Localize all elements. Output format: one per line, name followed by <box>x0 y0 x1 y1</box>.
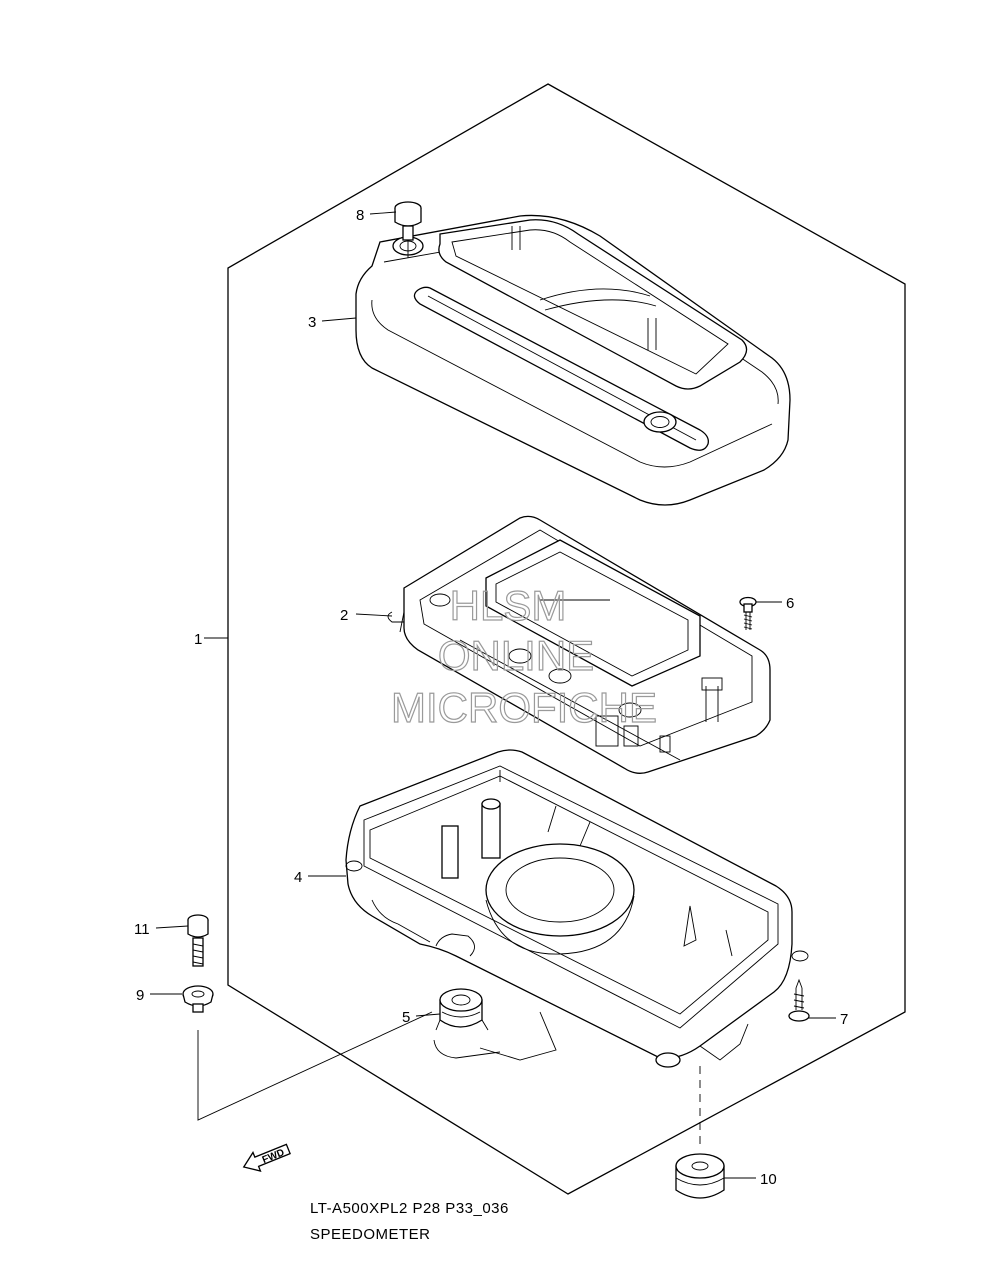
callout-3: 3 <box>308 314 316 331</box>
callout-7: 7 <box>840 1011 848 1028</box>
watermark: HLSM ONLINE MICROFICHE <box>390 581 657 731</box>
assembly-lines <box>197 1011 701 1150</box>
part-4-meter-case <box>345 749 809 1068</box>
part-3-meter-cover <box>355 214 791 506</box>
callout-9: 9 <box>136 987 144 1004</box>
part-2-meter-assembly <box>387 515 771 774</box>
leader-lines <box>150 211 836 1179</box>
callout-8: 8 <box>356 207 364 224</box>
fwd-arrow: FWD <box>242 1143 291 1172</box>
watermark-line-1: HLSM <box>450 582 567 629</box>
diagram-title: SPEEDOMETER <box>310 1226 431 1243</box>
callout-10: 10 <box>760 1171 777 1188</box>
callout-4: 4 <box>294 869 302 886</box>
part-10-cushion <box>675 1153 725 1199</box>
callout-1: 1 <box>194 631 202 648</box>
diagram-code: LT-A500XPL2 P28 P33_036 <box>310 1200 509 1217</box>
watermark-line-2: ONLINE <box>438 632 594 679</box>
assembly-outline <box>227 83 906 1195</box>
callout-6: 6 <box>786 595 794 612</box>
part-7-screw <box>788 978 810 1022</box>
part-5-grommet <box>433 988 501 1059</box>
part-6-screw <box>739 596 757 630</box>
fwd-label: FWD <box>261 1147 286 1166</box>
callout-11: 11 <box>134 921 150 938</box>
part-11-bolt <box>187 914 209 967</box>
callout-2: 2 <box>340 607 348 624</box>
part-8-screw <box>394 201 422 258</box>
part-9-collar <box>182 985 214 1013</box>
callout-5: 5 <box>402 1009 410 1026</box>
watermark-line-3: MICROFICHE <box>391 684 657 731</box>
callouts: 1 2 3 4 5 6 7 8 9 10 11 <box>134 207 848 1188</box>
